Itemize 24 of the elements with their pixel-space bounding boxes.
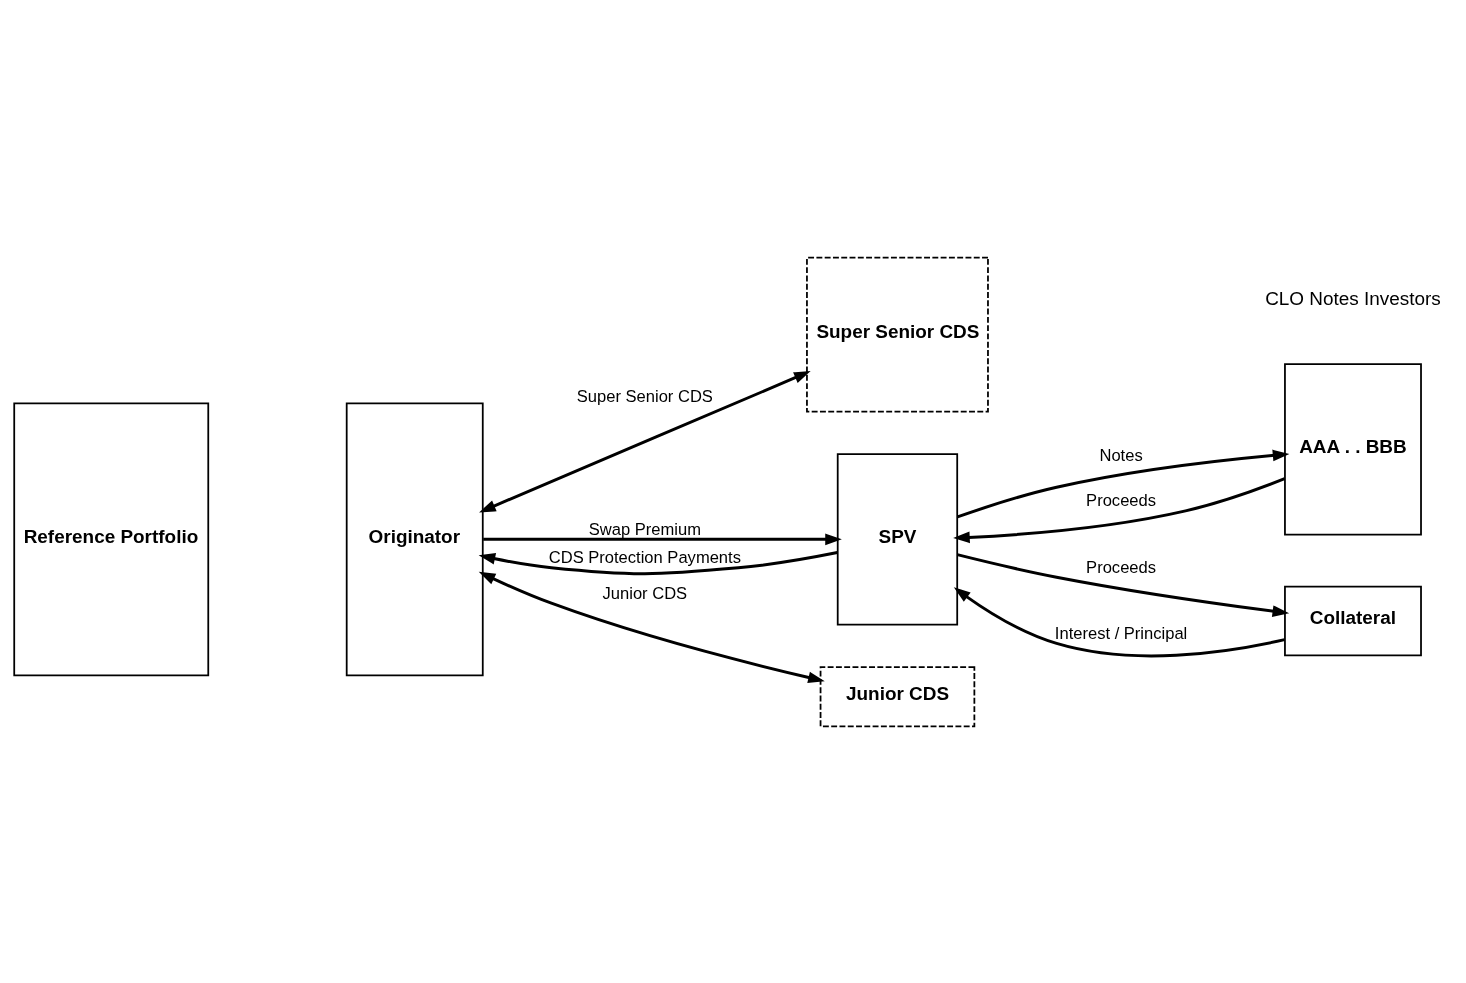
arrow <box>483 533 842 545</box>
edge-label: Swap Premium <box>588 519 701 539</box>
arrow <box>478 571 825 683</box>
edge-label: Interest / Principal <box>1054 623 1188 643</box>
edge-label: CDS Protection Payments <box>548 547 741 567</box>
edge-label: Proceeds <box>1086 557 1157 577</box>
node-box: Super Senior CDS <box>806 256 989 412</box>
node-box: Collateral <box>1284 585 1422 656</box>
edge-label: Junior CDS <box>602 583 688 603</box>
node-box: SPV <box>836 452 959 625</box>
arrow <box>956 552 1290 617</box>
edge-label: Proceeds <box>1086 490 1157 510</box>
arrow <box>478 550 838 575</box>
node-box: Originator <box>345 401 484 676</box>
arrow <box>953 476 1286 543</box>
node-box: Junior CDS <box>819 665 976 727</box>
edge-label: Notes <box>1099 445 1143 465</box>
node-box: Reference Portfolio <box>13 401 210 676</box>
arrow <box>479 370 811 512</box>
arrow <box>957 449 1290 518</box>
arrow <box>953 586 1285 657</box>
edge-label: Super Senior CDS <box>576 386 713 406</box>
node-box: AAA . . BBB <box>1284 362 1422 535</box>
label: CLO Notes Investors <box>1265 287 1441 309</box>
